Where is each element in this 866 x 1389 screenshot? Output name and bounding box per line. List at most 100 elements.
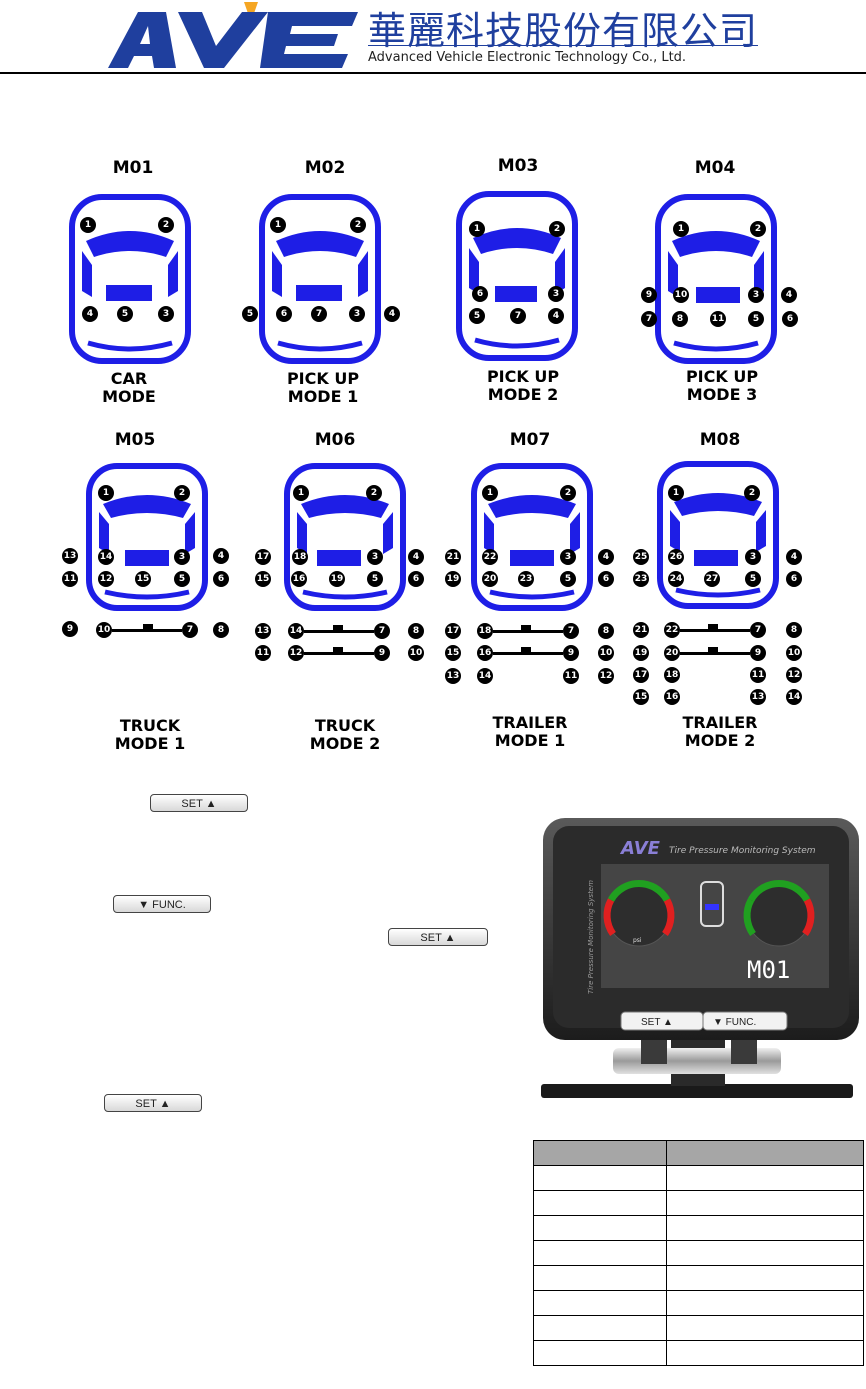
- car-icon: [655, 194, 777, 364]
- wheel-sensor: 24: [668, 571, 684, 587]
- device-side-text: Tire Pressure Monitoring System: [587, 880, 595, 994]
- mode-code-m03: M03: [497, 156, 539, 176]
- axle-line: [680, 629, 750, 632]
- mode-code-m08: M08: [699, 430, 741, 450]
- device-brand: AVE: [619, 838, 661, 859]
- car-icon: [284, 463, 406, 611]
- table-row: [533, 1190, 864, 1216]
- wheel-sensor: 12: [288, 645, 304, 661]
- wheel-sensor: 3: [158, 306, 174, 322]
- wheel-sensor: 6: [782, 311, 798, 327]
- wheel-sensor: 15: [255, 571, 271, 587]
- device-tagline: Tire Pressure Monitoring System: [669, 846, 816, 856]
- wheel-sensor: 8: [408, 623, 424, 639]
- device-set-button: SET ▲: [641, 1017, 673, 1028]
- wheel-sensor: 22: [482, 549, 498, 565]
- company-name-chinese: 華麗科技股份有限公司: [368, 9, 759, 53]
- mode-code-m04: M04: [694, 158, 736, 178]
- wheel-sensor: 13: [255, 623, 271, 639]
- wheel-sensor: 1: [668, 485, 684, 501]
- wheel-sensor: 20: [482, 571, 498, 587]
- wheel-sensor: 1: [482, 485, 498, 501]
- func-button-graphic: ▼ FUNC.: [113, 895, 211, 913]
- wheel-sensor: 7: [311, 306, 327, 322]
- car-icon: [657, 461, 779, 609]
- wheel-sensor: 16: [291, 571, 307, 587]
- table-header-row: [533, 1140, 864, 1166]
- car-icon: [69, 194, 191, 364]
- wheel-sensor: 13: [445, 668, 461, 684]
- wheel-sensor: 1: [80, 217, 96, 233]
- wheel-sensor: 9: [62, 621, 78, 637]
- wheel-sensor: 16: [664, 689, 680, 705]
- wheel-sensor: 11: [563, 668, 579, 684]
- wheel-sensor: 3: [560, 549, 576, 565]
- mode-code-m05: M05: [114, 430, 156, 450]
- wheel-sensor: 16: [477, 645, 493, 661]
- wheel-sensor: 18: [477, 623, 493, 639]
- wheel-sensor: 5: [367, 571, 383, 587]
- axle-line: [493, 652, 563, 655]
- axle-hitch: [708, 647, 718, 653]
- wheel-sensor: 8: [786, 622, 802, 638]
- wheel-sensor: 7: [510, 308, 526, 324]
- mode-label: CAR MODE: [102, 369, 156, 406]
- car-icon: [471, 463, 593, 611]
- axle-hitch: [708, 624, 718, 630]
- wheel-sensor: 7: [182, 622, 198, 638]
- wheel-sensor: 11: [710, 311, 726, 327]
- car-icon: [259, 194, 381, 364]
- wheel-sensor: 12: [786, 667, 802, 683]
- axle-hitch: [521, 647, 531, 653]
- ave-logo: [108, 2, 358, 68]
- wheel-sensor: 27: [704, 571, 720, 587]
- wheel-sensor: 4: [786, 549, 802, 565]
- wheel-sensor: 9: [374, 645, 390, 661]
- device-func-button: ▼ FUNC.: [713, 1017, 756, 1028]
- company-name-underline: [368, 45, 758, 46]
- mode-label: TRAILER MODE 2: [682, 713, 758, 750]
- wheel-sensor: 7: [750, 622, 766, 638]
- wheel-sensor: 3: [548, 286, 564, 302]
- wheel-sensor: 8: [213, 622, 229, 638]
- mode-code-m01: M01: [112, 158, 154, 178]
- wheel-sensor: 19: [329, 571, 345, 587]
- wheel-sensor: 9: [641, 287, 657, 303]
- wheel-sensor: 18: [664, 667, 680, 683]
- axle-line: [304, 630, 374, 633]
- wheel-sensor: 15: [135, 571, 151, 587]
- tpms-device-photo: AVE Tire Pressure Monitoring System Tire…: [541, 818, 859, 1098]
- axle-hitch: [333, 647, 343, 653]
- wheel-sensor: 4: [82, 306, 98, 322]
- wheel-sensor: 10: [598, 645, 614, 661]
- wheel-sensor: 5: [242, 306, 258, 322]
- wheel-sensor: 2: [158, 217, 174, 233]
- mode-label: TRUCK MODE 1: [114, 716, 186, 753]
- wheel-sensor: 4: [408, 549, 424, 565]
- table-row: [533, 1165, 864, 1191]
- wheel-sensor: 11: [255, 645, 271, 661]
- wheel-sensor: 1: [293, 485, 309, 501]
- wheel-sensor: 19: [445, 571, 461, 587]
- wheel-sensor: 5: [745, 571, 761, 587]
- wheel-sensor: 10: [673, 287, 689, 303]
- wheel-sensor: 3: [748, 287, 764, 303]
- wheel-sensor: 5: [469, 308, 485, 324]
- wheel-sensor: 6: [408, 571, 424, 587]
- wheel-sensor: 19: [633, 645, 649, 661]
- wheel-sensor: 2: [366, 485, 382, 501]
- axle-line: [680, 652, 750, 655]
- wheel-sensor: 5: [174, 571, 190, 587]
- wheel-sensor: 5: [560, 571, 576, 587]
- table-row: [533, 1290, 864, 1316]
- spec-table: [533, 1140, 864, 1366]
- wheel-sensor: 21: [445, 549, 461, 565]
- mode-code-m06: M06: [314, 430, 356, 450]
- wheel-sensor: 17: [445, 623, 461, 639]
- set-button-graphic: SET ▲: [150, 794, 248, 812]
- wheel-sensor: 6: [786, 571, 802, 587]
- wheel-sensor: 20: [664, 645, 680, 661]
- wheel-sensor: 17: [633, 667, 649, 683]
- wheel-sensor: 2: [350, 217, 366, 233]
- mode-label: PICK UP MODE 2: [486, 367, 560, 404]
